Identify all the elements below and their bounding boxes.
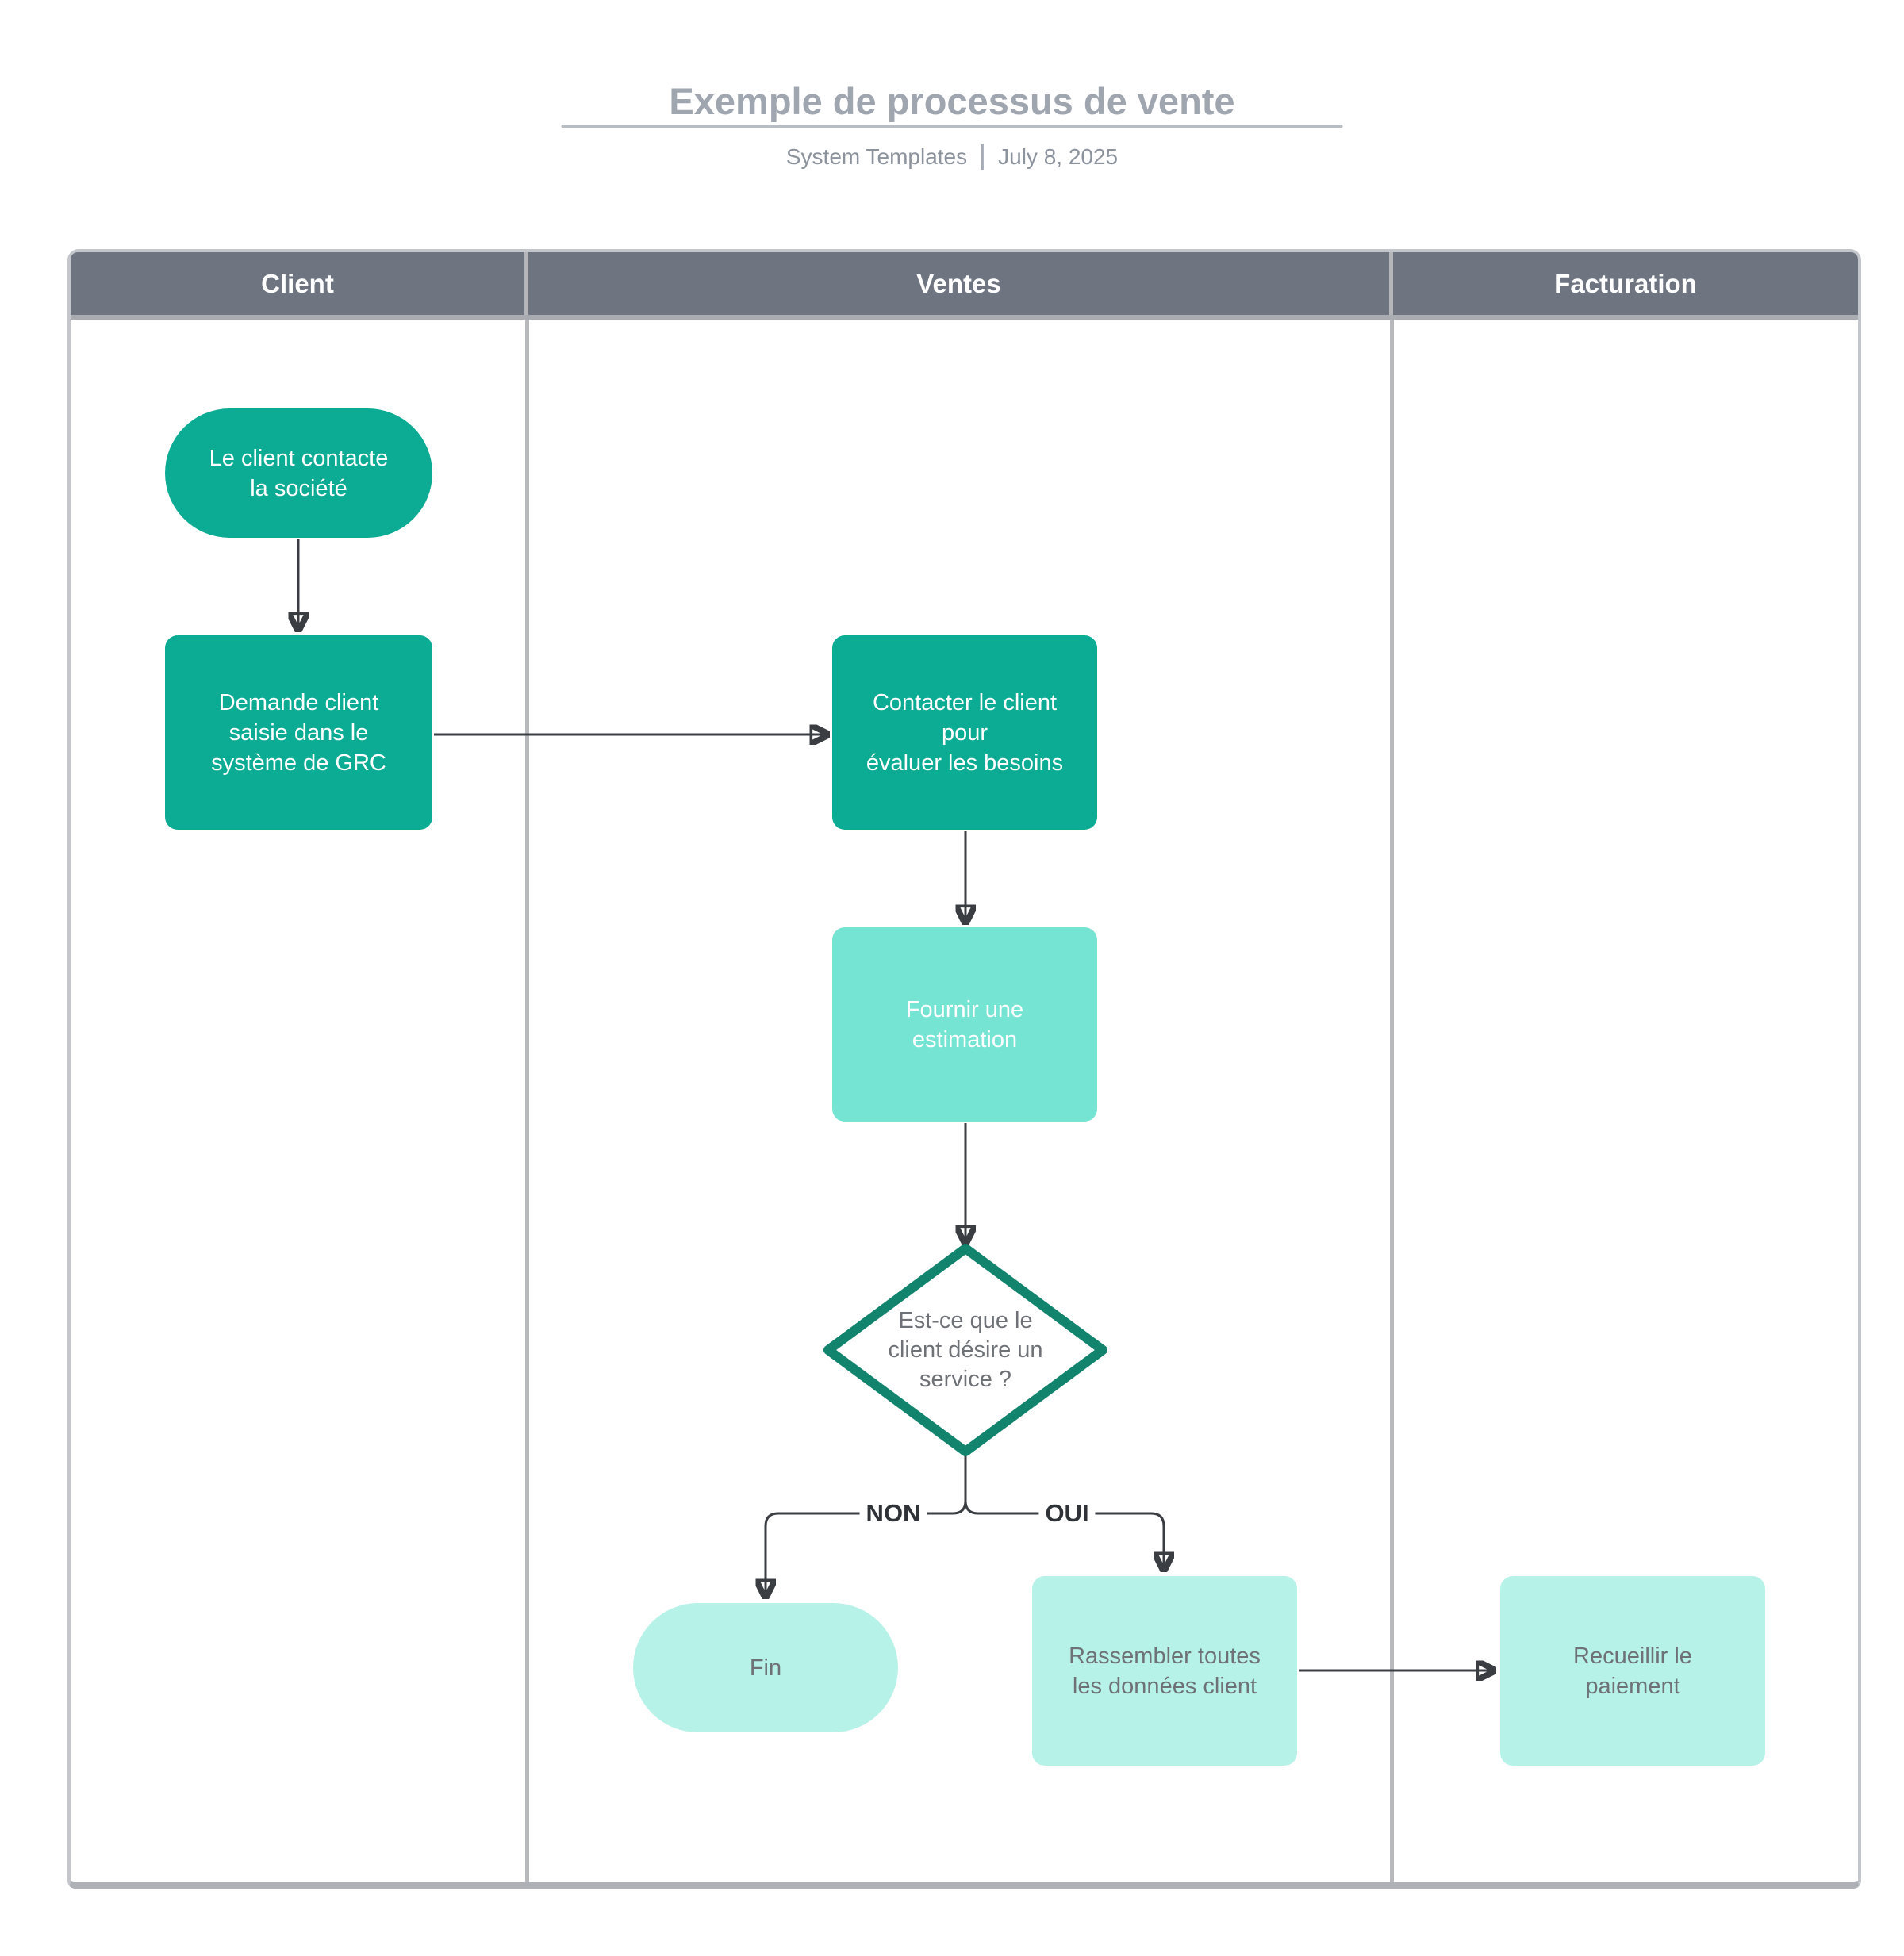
lane-header-facturation[interactable]: Facturation [1393, 252, 1858, 315]
lane-header-ventes[interactable]: Ventes [528, 252, 1393, 315]
node-fournir-process[interactable]: Fournir une estimation [832, 927, 1097, 1122]
lane-headers: Client Ventes Facturation [71, 252, 1858, 320]
lane-divider [1390, 320, 1394, 1882]
author-label: System Templates [785, 144, 968, 169]
date-label: July 8, 2025 [998, 144, 1119, 169]
node-fin-terminator[interactable]: Fin [633, 1603, 898, 1732]
node-recueillir-process[interactable]: Recueillir le paiement [1500, 1576, 1765, 1766]
node-demande-process[interactable]: Demande client saisie dans le système de… [165, 635, 432, 830]
subtitle-separator [981, 144, 985, 170]
node-start-terminator[interactable]: Le client contacte la société [165, 408, 432, 538]
node-rassembler-process[interactable]: Rassembler toutes les données client [1032, 1576, 1297, 1766]
edge-label-non: NON [859, 1498, 927, 1529]
page-title: Exemple de processus de vente [669, 80, 1235, 122]
edge-label-oui: OUI [1038, 1498, 1096, 1529]
lane-divider [525, 320, 529, 1882]
node-decision-diamond[interactable] [821, 1241, 1110, 1459]
title-underline [561, 125, 1343, 128]
node-contacter-process[interactable]: Contacter le client pour évaluer les bes… [832, 635, 1097, 830]
decision-label: Est-ce que le client désire un service ? [888, 1308, 1043, 1392]
doc-subtitle: System Templates July 8, 2025 [786, 144, 1118, 170]
lane-header-client[interactable]: Client [71, 252, 528, 315]
